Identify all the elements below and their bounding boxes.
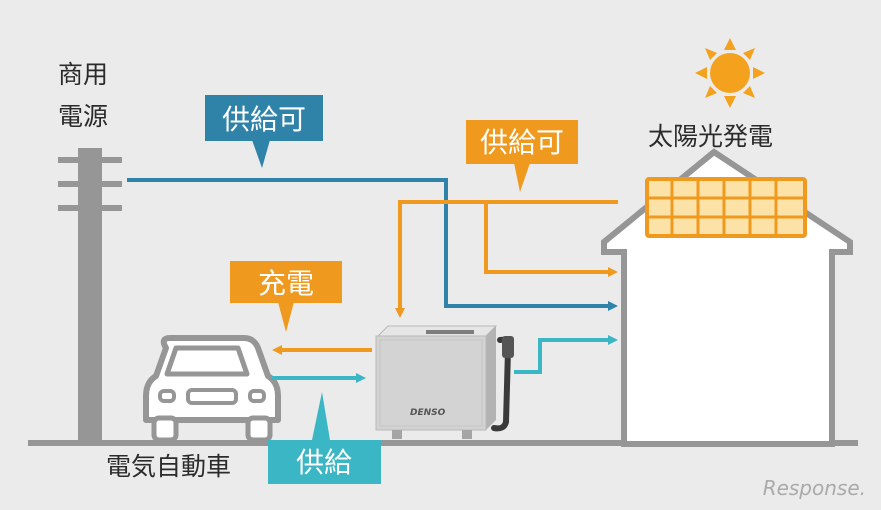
device-brand-label: DENSO bbox=[410, 408, 446, 418]
supply-callout-text: 供給 bbox=[296, 446, 352, 479]
solar-supply-line bbox=[395, 200, 618, 318]
ev-label: 電気自動車 bbox=[106, 452, 231, 481]
grid-supply-callout: 供給可 bbox=[205, 95, 323, 168]
grid-power-label-line1: 商用 bbox=[58, 60, 108, 89]
solar-panel-icon bbox=[645, 177, 807, 238]
solar-label: 太陽光発電 bbox=[648, 122, 773, 151]
utility-pole-icon bbox=[58, 148, 122, 442]
solar-supply-callout: 供給可 bbox=[466, 120, 578, 192]
charger-device-icon: DENSO bbox=[375, 325, 514, 439]
watermark: Response. bbox=[763, 476, 866, 500]
ground-line bbox=[28, 440, 858, 446]
grid-supply-callout-text: 供給可 bbox=[222, 103, 306, 136]
device-to-house-line bbox=[514, 335, 618, 374]
car-icon bbox=[143, 335, 281, 443]
grid-supply-line bbox=[127, 178, 618, 311]
grid-power-label-line2: 電源 bbox=[58, 102, 108, 131]
solar-supply-callout-text: 供給可 bbox=[480, 126, 564, 159]
sun-icon bbox=[695, 38, 765, 108]
supply-callout: 供給 bbox=[268, 392, 381, 484]
charge-callout-text: 充電 bbox=[258, 267, 314, 300]
charge-callout: 充電 bbox=[230, 261, 342, 332]
